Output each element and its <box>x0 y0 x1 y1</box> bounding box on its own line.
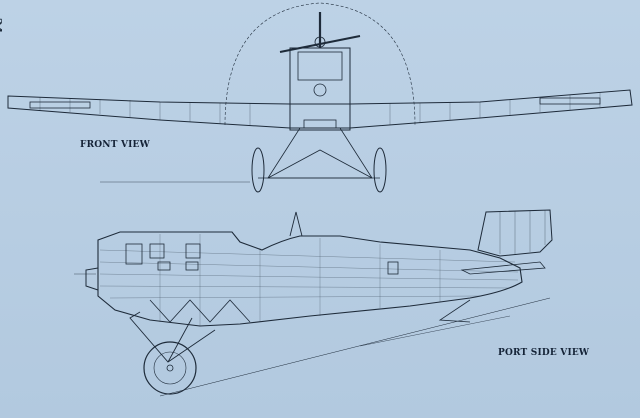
tail-ribs <box>499 210 546 254</box>
propeller-arc <box>224 2 416 126</box>
cabin-window-2 <box>149 243 165 259</box>
ground-line-lower <box>359 315 511 347</box>
side-fuselage-panels <box>99 234 519 326</box>
windscreen <box>289 211 303 237</box>
front-view-label: FRONT VIEW <box>80 140 150 150</box>
wheel-icon <box>251 147 387 193</box>
tailplane <box>460 261 546 275</box>
side-view-drawing <box>74 209 553 397</box>
side-truss <box>149 299 251 323</box>
side-fuselage <box>97 231 523 327</box>
front-fuselage <box>289 47 351 131</box>
front-wheel-right <box>373 147 387 193</box>
tail-fin <box>477 209 553 257</box>
cabin-window-1 <box>125 243 143 265</box>
cabin-window-4 <box>157 261 171 271</box>
front-hatch <box>303 119 337 129</box>
side-wheel <box>143 341 197 395</box>
front-wing-ribs <box>39 93 601 126</box>
cabin-window-5 <box>185 261 199 271</box>
side-hatch <box>387 261 399 275</box>
propeller-icon <box>279 12 361 53</box>
ground-line <box>159 297 551 397</box>
front-wheel-left <box>251 147 265 193</box>
side-engine-nose <box>85 267 99 291</box>
front-undercarriage <box>267 127 373 179</box>
side-undercarriage <box>129 311 216 363</box>
port-side-view-label: PORT SIDE VIEW <box>498 348 590 358</box>
cabin-window-3 <box>185 243 201 259</box>
front-radiator <box>313 83 327 97</box>
wheel-icon <box>143 341 197 395</box>
aileron-right <box>539 97 601 105</box>
engine-cowl <box>297 51 343 81</box>
front-view-drawing <box>7 2 633 193</box>
tail-skid <box>438 299 471 323</box>
aileron-left <box>29 101 91 109</box>
